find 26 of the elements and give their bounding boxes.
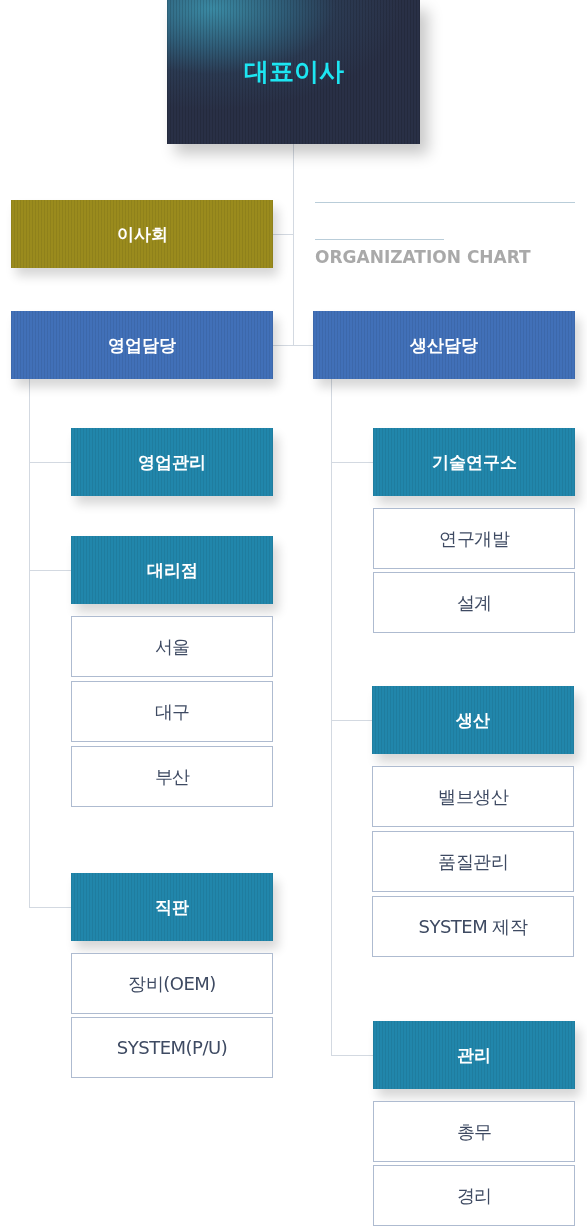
division-box: 영업담당 — [11, 311, 273, 379]
unit-box: 총무 — [373, 1101, 575, 1162]
unit-box: 대구 — [71, 681, 273, 742]
unit-box: 설계 — [373, 572, 575, 633]
unit-box: 밸브생산 — [372, 766, 574, 827]
unit-box: SYSTEM(P/U) — [71, 1017, 273, 1078]
connector-line — [29, 378, 72, 909]
unit-box: SYSTEM 제작 — [372, 896, 574, 957]
connector-line — [272, 143, 314, 347]
executive-box: 대표이사 — [167, 0, 420, 144]
department-box: 영업관리 — [71, 428, 273, 496]
unit-box: 경리 — [373, 1165, 575, 1226]
unit-box: 서울 — [71, 616, 273, 677]
board-box: 이사회 — [11, 200, 273, 268]
unit-box: 장비(OEM) — [71, 953, 273, 1014]
unit-box: 품질관리 — [372, 831, 574, 892]
unit-box: 부산 — [71, 746, 273, 807]
connector-line — [331, 378, 374, 1057]
department-box: 기술연구소 — [373, 428, 575, 496]
department-box: 대리점 — [71, 536, 273, 604]
department-box: 생산 — [372, 686, 574, 754]
unit-box: 연구개발 — [373, 508, 575, 569]
division-box: 생산담당 — [313, 311, 575, 379]
department-box: 관리 — [373, 1021, 575, 1089]
department-box: 직판 — [71, 873, 273, 941]
chart-title: ORGANIZATION CHART — [315, 247, 531, 267]
